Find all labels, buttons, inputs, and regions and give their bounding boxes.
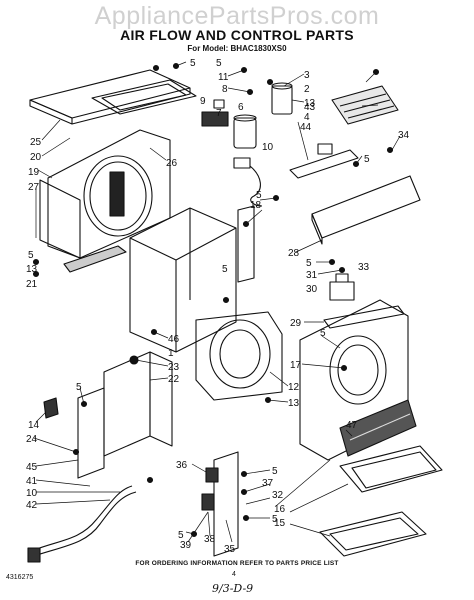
callout-label: 14 — [28, 420, 40, 431]
callout-label: 44 — [300, 122, 312, 133]
callout-label: 47 — [346, 420, 358, 431]
callout-label: 15 — [274, 518, 286, 529]
watermark-text: AppliancePartsPros.com — [94, 2, 380, 30]
callout-label: 26 — [166, 158, 178, 169]
callout-label: 18 — [250, 200, 262, 211]
callout-label: 46 — [168, 334, 180, 345]
document-number: 4316275 — [6, 574, 34, 581]
callout-label: 13 — [26, 264, 38, 275]
callout-label: 5 — [216, 58, 222, 69]
vent-slider — [289, 143, 359, 179]
callout-label: 27 — [28, 182, 40, 193]
leader-lines — [33, 61, 401, 543]
partition-panel — [311, 175, 421, 245]
callout-label: 5 — [190, 58, 196, 69]
callout-label: 30 — [306, 284, 318, 295]
callout-label: 5 — [178, 530, 184, 541]
callout-label: 29 — [290, 318, 302, 329]
callout-label: 37 — [262, 478, 274, 489]
callout-label: 25 — [30, 137, 42, 148]
run-capacitor — [271, 82, 293, 115]
callout-label: 5 — [272, 466, 278, 477]
callout-label: 33 — [358, 262, 370, 273]
callout-label: 38 — [204, 534, 216, 545]
callout-label: 5 — [306, 258, 312, 269]
callout-label: 19 — [28, 167, 40, 178]
filter — [63, 245, 127, 273]
callout-label: 2 — [304, 84, 310, 95]
callout-label: 5 — [320, 328, 326, 339]
callout-label: 45 — [26, 462, 38, 473]
vent-grille — [331, 85, 399, 125]
base-pan — [319, 511, 427, 557]
callout-label: 23 — [168, 362, 180, 373]
callout-label: 1 — [168, 348, 174, 359]
callout-label: 13 — [304, 98, 316, 109]
blower-wheel-housing — [195, 311, 283, 401]
wire-harness — [27, 485, 137, 563]
damper-bracket — [329, 273, 355, 301]
control-bracket — [77, 387, 105, 479]
callout-label: 6 — [238, 102, 244, 113]
callout-label: 5 — [222, 264, 228, 275]
drain-tray — [339, 445, 443, 493]
knob — [43, 397, 59, 419]
callout-label: 8 — [222, 84, 228, 95]
callout-label: 13 — [288, 398, 300, 409]
diagram-title: AIR FLOW AND CONTROL PARTS — [120, 27, 354, 43]
front-grille — [39, 129, 171, 259]
callout-label: 31 — [306, 270, 318, 281]
callout-label: 21 — [26, 279, 38, 290]
control-box — [103, 351, 173, 457]
frame-bracket — [91, 79, 197, 115]
callout-label: 41 — [26, 476, 38, 487]
callout-label: 17 — [290, 360, 302, 371]
handwritten-code: 9/3-D-9 — [212, 582, 254, 595]
fan-housing-panel — [129, 207, 237, 353]
side-bracket — [237, 205, 255, 283]
callout-label: 3 — [304, 70, 310, 81]
thermostat — [233, 157, 263, 207]
callout-label: 22 — [168, 374, 180, 385]
callout-label: 16 — [274, 504, 286, 515]
capacitor — [233, 114, 257, 149]
callout-label: 12 — [288, 382, 300, 393]
callout-label: 5 — [28, 250, 34, 261]
page-number: 4 — [232, 571, 236, 578]
callout-label: 42 — [26, 500, 38, 511]
ordering-footer: FOR ORDERING INFORMATION REFER TO PARTS … — [135, 560, 339, 567]
callout-label: 43 — [304, 102, 316, 113]
callout-label: 10 — [262, 142, 274, 153]
callout-label: 20 — [30, 152, 42, 163]
model-line: For Model: BHAC1830XS0 — [187, 44, 287, 53]
callout-label: 24 — [26, 434, 38, 445]
callout-label: 5 — [272, 514, 278, 525]
callout-label: 7 — [216, 108, 222, 119]
callout-label: 11 — [218, 72, 229, 83]
callout-label: 5 — [364, 154, 370, 165]
callout-label: 36 — [176, 460, 188, 471]
relay-bracket — [201, 451, 239, 557]
callout-label: 5 — [256, 190, 262, 201]
callout-label: 34 — [398, 130, 410, 141]
callout-label: 10 — [26, 488, 38, 499]
callout-label: 4 — [304, 112, 310, 123]
callout-label: 39 — [180, 540, 192, 551]
callout-label: 5 — [76, 382, 82, 393]
heater-element — [339, 399, 417, 457]
callout-label: 32 — [272, 490, 284, 501]
callout-label: 9 — [200, 96, 206, 107]
callout-label: 35 — [224, 544, 236, 555]
top-cover-panel — [29, 69, 191, 125]
callout-label: 28 — [288, 248, 300, 259]
top-seal-strip — [323, 305, 405, 329]
switch — [201, 99, 229, 127]
